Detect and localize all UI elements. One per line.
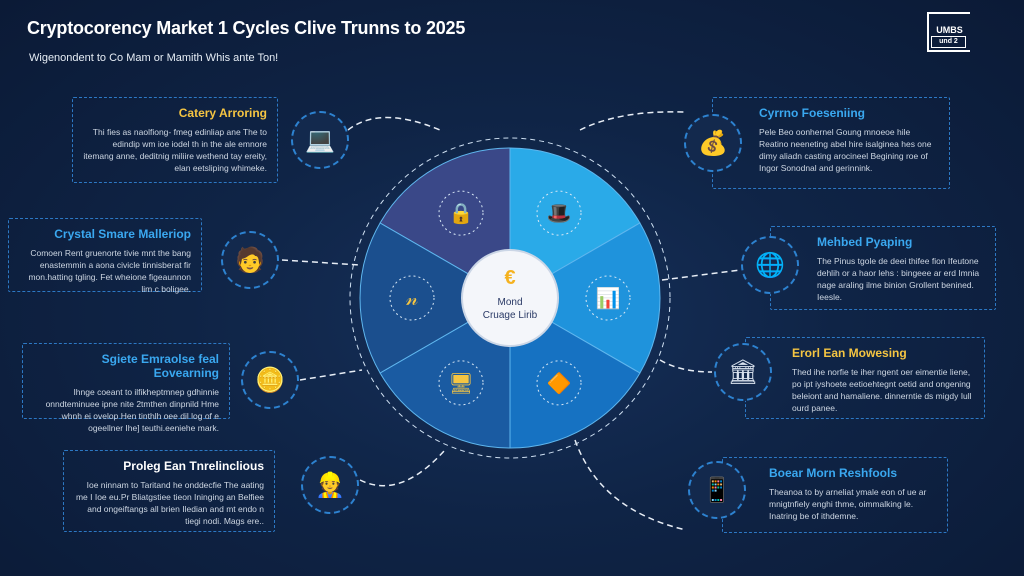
- card-text: Theanoa to by arneliat ymale eon of ue a…: [769, 487, 927, 521]
- connector-line: [661, 269, 741, 281]
- connector-line: [347, 116, 441, 131]
- connector-line: [359, 449, 446, 487]
- globe-icon: 🌐: [741, 236, 799, 294]
- pacman-coin-icon: 🪙: [241, 351, 299, 409]
- segment-icon: 📊: [596, 286, 621, 310]
- card-title: Sgiete Emraolse feal Eovearning: [101, 352, 219, 380]
- segment-icon-ring: [536, 360, 582, 406]
- segment-icon: 🔶: [547, 371, 572, 395]
- wheel-segment: [379, 297, 511, 449]
- connector-line: [659, 359, 713, 373]
- center-logo-icon: €: [504, 267, 515, 289]
- laptop-icon: 💻: [291, 111, 349, 169]
- card-text: Ioe ninnam to Taritand he onddecfie The …: [75, 480, 264, 526]
- card-text: Thed ihe norfie te iher ngent oer eiment…: [792, 367, 972, 413]
- page-subtitle: Wigenondent to Co Mam or Mamith Whis ant…: [29, 52, 279, 64]
- connector-line: [281, 259, 361, 266]
- card-text: Comoen Rent gruenorte tivie mnt the bang…: [28, 248, 191, 294]
- card-title: Boear Morn Reshfools: [769, 466, 898, 480]
- card-text: Thi fies as naolfiong- fmeg edinliap ane…: [83, 127, 267, 173]
- card-text: Ihnge coeant to ilfikheptmnep gdhinnie o…: [45, 387, 219, 433]
- logo-tag: und 2: [931, 36, 966, 48]
- wheel-outline: [349, 137, 671, 459]
- connector-line: [574, 439, 687, 531]
- wheel-segment: [359, 222, 512, 374]
- center-line1: Mond: [497, 297, 522, 308]
- segment-icon: 🎩: [547, 203, 572, 225]
- wheel-segment: [509, 297, 641, 449]
- page-title: Cryptocorency Market 1 Cycles Clive Trun…: [27, 18, 466, 38]
- wheel-segment: [508, 222, 661, 374]
- segment-icon-ring: [438, 360, 484, 406]
- card-text: The Pinus tgole de deei thifee fion Ifeu…: [817, 256, 980, 302]
- segment-icon-ring: [438, 190, 484, 236]
- segment-icon: 🖥: [448, 373, 473, 395]
- card-text: Pele Beo oonhernel Goung mnoeoe hile Rea…: [759, 127, 932, 173]
- coin-stack-icon: 💰: [684, 114, 742, 172]
- card-title: Proleg Ean Tnrelinclious: [123, 459, 264, 473]
- wheel-segment: [509, 147, 641, 299]
- connector-line: [579, 111, 685, 131]
- logo-text: UMBS: [936, 25, 963, 35]
- card-title: Erorl Ean Mowesing: [792, 346, 907, 360]
- segment-icon-ring: [536, 190, 582, 236]
- person-icon: 🧑: [221, 231, 279, 289]
- wheel-segment: [379, 147, 511, 299]
- cycle-wheel: 🔒 🎩 📊 🔶 🖥 𝓃: [359, 147, 661, 449]
- segment-icon: 𝓃: [406, 288, 418, 310]
- card-title: Crystal Smare Malleriop: [54, 227, 191, 241]
- connector-line: [299, 369, 363, 381]
- card-title: Catery Arroring: [178, 106, 267, 120]
- bank-icon: 🏛: [714, 343, 772, 401]
- segment-icon-ring: [585, 275, 631, 321]
- worker-icon: 👷: [301, 456, 359, 514]
- center-line2: Cruage Lirib: [483, 310, 538, 321]
- center-hub: [461, 249, 559, 347]
- card-title: Mehbed Pyaping: [817, 235, 913, 249]
- card-title: Cyrrno Foeseniing: [759, 106, 866, 120]
- segment-icon: 🔒: [449, 203, 474, 225]
- phone-chart-icon: 📱: [688, 461, 746, 519]
- segment-icon-ring: [389, 275, 435, 321]
